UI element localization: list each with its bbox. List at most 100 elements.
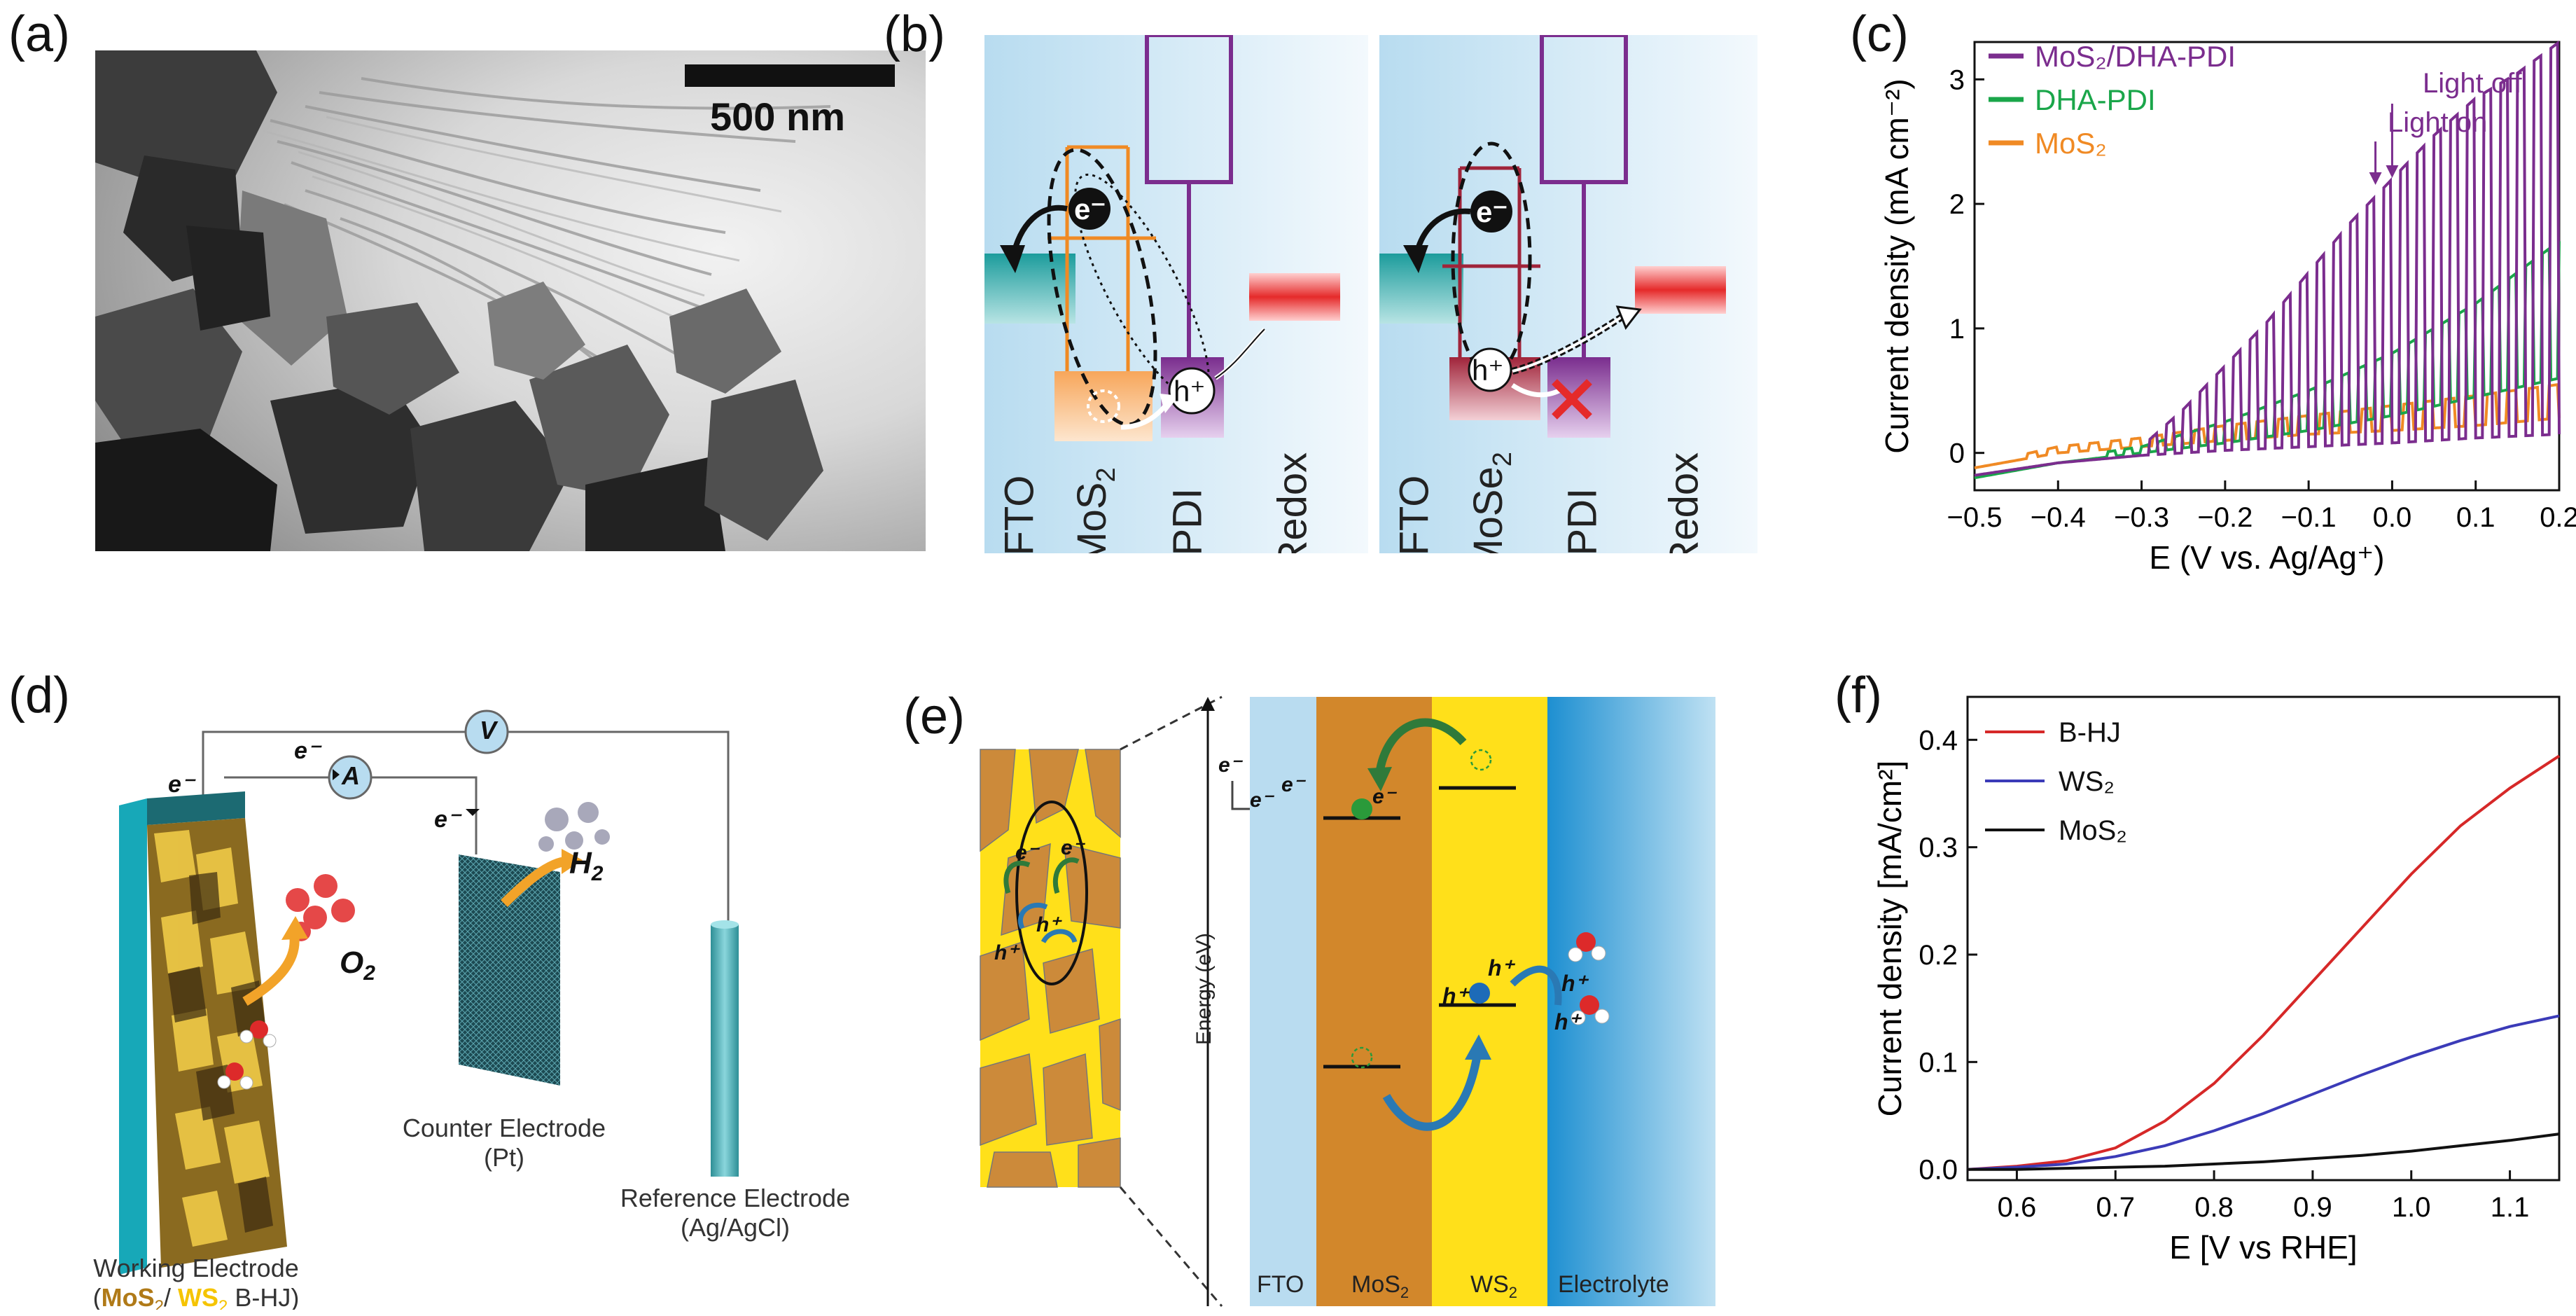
chart-c-xtick-label: 0.1	[2456, 502, 2495, 533]
working-electrode-label: Working Electrode (MoS2/ WS2 B-HJ)	[92, 1254, 300, 1310]
energy-axis-label: Energy (eV)	[1192, 932, 1216, 1046]
h-label-4: h⁺	[1488, 955, 1514, 981]
layer-label-electrolyte: Electrolyte	[1558, 1271, 1669, 1298]
h-label-1: h⁺	[1036, 913, 1061, 936]
e-label-2: e⁻	[1250, 789, 1273, 812]
h-label-3: h⁺	[1442, 983, 1468, 1009]
layer-label-ws2: WS2	[1470, 1271, 1518, 1301]
chart-f-xtick-label: 0.9	[2293, 1192, 2332, 1223]
chart-f-legend-label: WS₂	[2059, 766, 2115, 797]
chart-c-legend-label: DHA-PDI	[2035, 83, 2156, 116]
chart-c-xtick-label: 0.0	[2373, 502, 2412, 533]
col-label-fto: FTO	[996, 475, 1043, 553]
chart-f-ytick-label: 0.2	[1919, 940, 1958, 971]
chart-f-xtick-label: 0.6	[1998, 1192, 2037, 1223]
chart-c-ylabel: Current density (mA cm⁻²)	[1879, 78, 1915, 454]
pec-setup-svg	[119, 709, 739, 1275]
layer-label-fto: FTO	[1257, 1271, 1304, 1298]
counter-electrode-label: Counter Electrode(Pt)	[402, 1114, 606, 1172]
e-label-1: e⁻	[1218, 754, 1241, 777]
e-label-4: e⁻	[1372, 785, 1395, 808]
h-label-2: h⁺	[994, 941, 1019, 964]
chart-f-svg: 0.6 0.7 0.8 0.9 1.0 1.1 0.0 0.1 0.2 0.3 0.4 E [V vs…	[1872, 695, 2561, 1266]
chart-f-xtick-label: 0.7	[2096, 1192, 2135, 1223]
col-label-pdi-2: PDI	[1559, 487, 1606, 553]
chart-f-ytick-label: 0.3	[1919, 833, 1958, 864]
chart-c-xtick-label: 0.2	[2540, 502, 2576, 533]
panel-label-e: (e)	[903, 688, 965, 744]
panel-label-d: (d)	[8, 667, 70, 723]
chart-f-ylabel: Current density [mA/cm²]	[1872, 761, 1908, 1117]
electron-label-1: e⁻	[294, 737, 320, 764]
chart-c-xtick-label: −0.1	[2281, 502, 2337, 533]
chart-c-xtick-label: −0.5	[1947, 502, 2003, 533]
band-diagram-mose2-svg	[1379, 35, 1757, 553]
chart-c-xtick-label: −0.3	[2114, 502, 2169, 533]
reference-electrode-label: Reference Electrode(Ag/AgCl)	[620, 1184, 851, 1242]
layer-label-mos2: MoS2	[1351, 1271, 1409, 1301]
chart-f-series-line	[1968, 1133, 2560, 1171]
e-label-6: e⁻	[1061, 836, 1084, 859]
band-diagram-mos2-svg	[984, 35, 1368, 553]
col-label-redox-2: Redox	[1661, 452, 1707, 553]
chart-c-ytick-label: 2	[1949, 189, 1965, 220]
pec-setup: V A e⁻ e⁻ e⁻ O2 H2 Counter Electrode(Pt)…	[56, 693, 938, 1310]
bhj-diagram-svg	[980, 695, 1715, 1307]
h-label-5: h⁺	[1561, 971, 1587, 996]
chart-c-xlabel: E (V vs. Ag/Ag⁺)	[2149, 539, 2384, 576]
panel-label-b: (b)	[884, 6, 945, 62]
chart-f-legend-label: B-HJ	[2059, 717, 2121, 748]
col-label-pdi: PDI	[1164, 487, 1211, 553]
electron-label-2: e⁻	[168, 771, 194, 798]
mose2-electron-label: e⁻	[1476, 195, 1508, 228]
o2-label: O2	[340, 946, 375, 985]
electron-label-3: e⁻	[434, 806, 460, 833]
scale-bar	[685, 64, 895, 87]
chart-f: 0.6 0.7 0.8 0.9 1.0 1.1 0.0 0.1 0.2 0.3 0.4 E [V vs…	[1820, 676, 2576, 1306]
ammeter-label: A	[342, 761, 360, 790]
col-label-fto-2: FTO	[1391, 475, 1437, 553]
mos2-electron-label: e⁻	[1074, 193, 1106, 226]
chart-f-series-line	[1967, 1014, 2560, 1171]
h2-label: H2	[569, 846, 604, 885]
chart-f-plot-frame	[1966, 695, 2561, 1182]
panel-label-a: (a)	[8, 6, 70, 62]
chart-c-light-off-label: Light off	[2423, 68, 2522, 99]
e-label-3: e⁻	[1281, 773, 1304, 796]
chart-c-light-on-label: Light on	[2388, 107, 2487, 138]
h-label-6: h⁺	[1554, 1009, 1580, 1034]
mose2-hole-label: h⁺	[1472, 354, 1504, 387]
chart-f-ytick-label: 0.1	[1919, 1047, 1958, 1078]
chart-c-legend-label: MoS₂	[2035, 127, 2107, 160]
voltmeter-label: V	[480, 716, 497, 744]
chart-f-ytick-label: 0.0	[1919, 1155, 1958, 1186]
chart-f-series-line	[1967, 754, 2561, 1171]
tem-image: 500 nm	[95, 50, 926, 551]
panel-label-c: (c)	[1850, 6, 1909, 62]
chart-c-ytick-label: 0	[1949, 438, 1965, 469]
col-label-mos2: MoS2	[1069, 467, 1121, 553]
chart-f-xtick-label: 1.1	[2491, 1192, 2530, 1223]
bhj-diagram: Energy (eV) FTO MoS2 WS2 Electrolyte e⁻ …	[973, 690, 1722, 1313]
chart-c-series-line	[1974, 40, 2561, 477]
band-diagram-mose2: e⁻ h⁺ FTO MoSe2 PDI Redox	[1379, 35, 1757, 553]
panel-label-f: (f)	[1834, 667, 1882, 723]
col-label-mose2: MoSe2	[1465, 452, 1517, 553]
chart-c-xtick-label: −0.4	[2031, 502, 2086, 533]
chart-f-xtick-label: 0.8	[2194, 1192, 2234, 1223]
col-label-redox: Redox	[1269, 452, 1316, 553]
chart-f-xtick-label: 1.0	[2392, 1192, 2431, 1223]
chart-f-xlabel: E [V vs RHE]	[2169, 1229, 2357, 1266]
chart-c-legend-label: MoS₂/DHA-PDI	[2035, 40, 2236, 73]
band-diagram-mos2: e⁻ h⁺ FTO MoS2 PDI Redox	[984, 35, 1368, 553]
chart-f-ytick-label: 0.4	[1919, 725, 1958, 756]
scale-bar-label: 500 nm	[710, 95, 845, 139]
chart-c-ytick-label: 1	[1949, 314, 1965, 345]
chart-c-arrowhead	[2386, 165, 2399, 178]
mos2-hole-label: h⁺	[1174, 375, 1206, 408]
tem-micrograph	[95, 50, 926, 551]
chart-c-ytick-label: 3	[1949, 64, 1965, 95]
chart-c-arrowhead	[2369, 172, 2382, 185]
